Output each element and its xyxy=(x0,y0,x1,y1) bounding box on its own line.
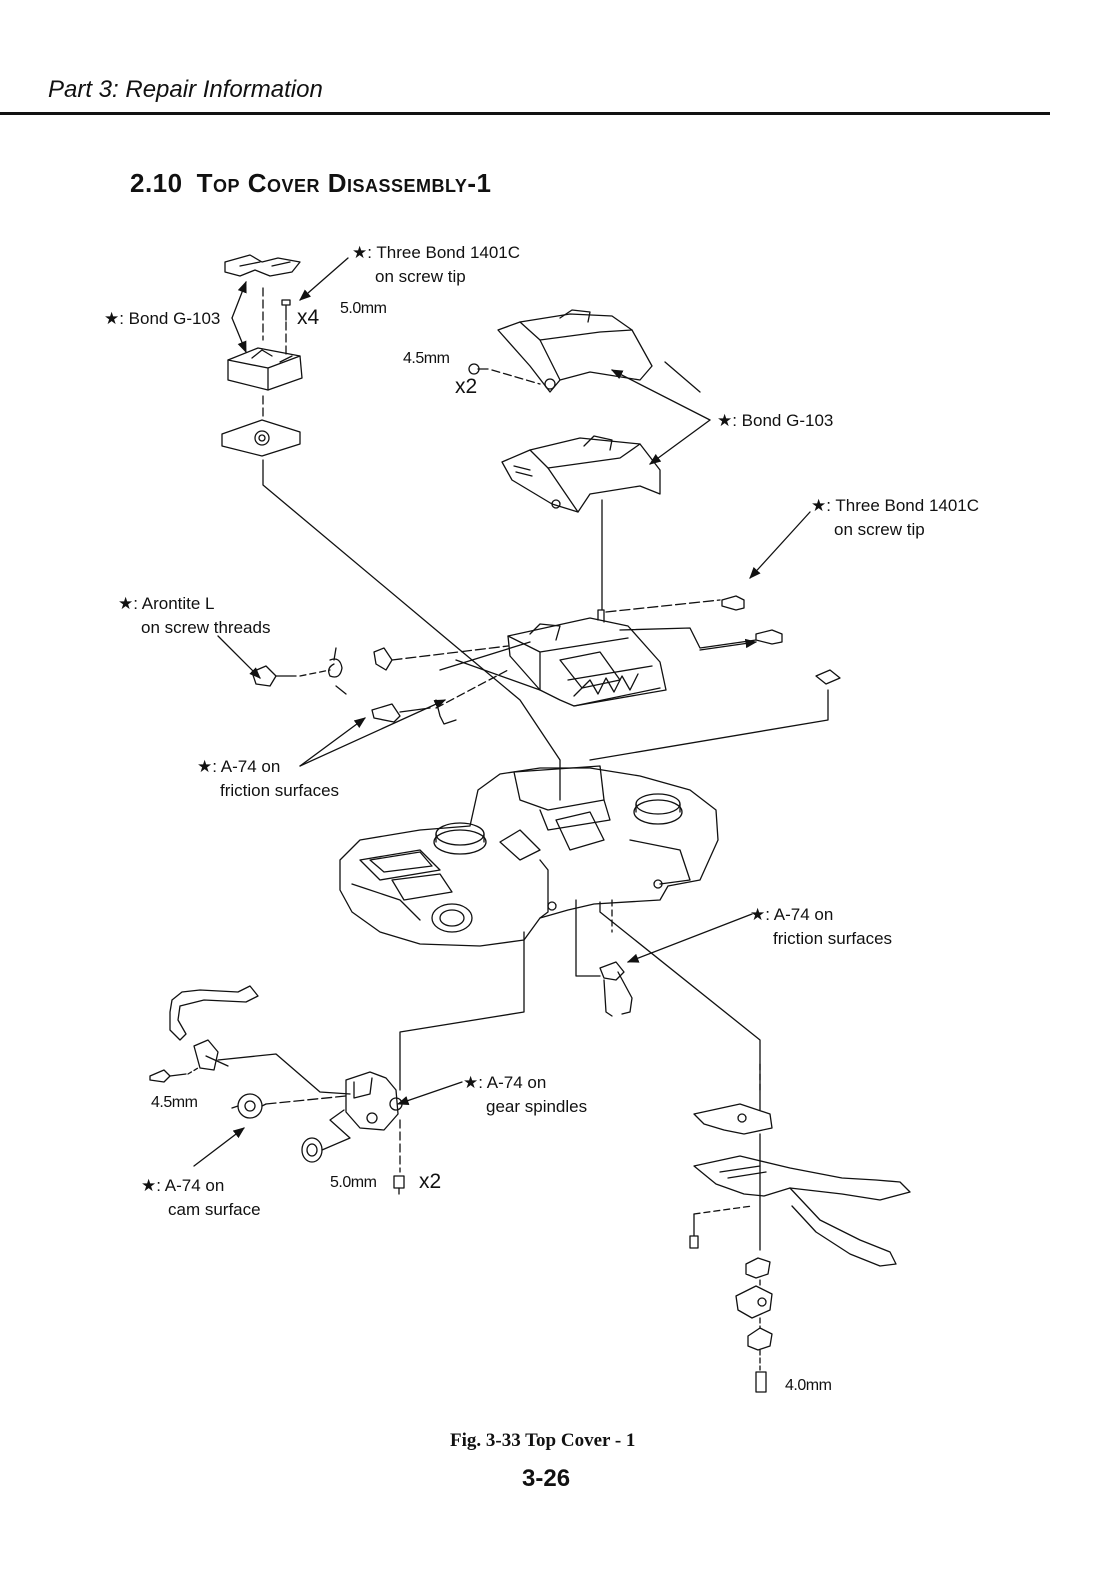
qty-x4: x4 xyxy=(297,306,320,329)
qty-x2-low: x2 xyxy=(419,1170,442,1193)
label-three-bond-right: ★: Three Bond 1401C on screw tip xyxy=(811,494,979,542)
label-line: on screw threads xyxy=(141,618,271,637)
section-number: 2.10 xyxy=(130,168,183,198)
hot-shoe-spring-part xyxy=(224,254,301,277)
upper-plate-part xyxy=(693,1103,773,1135)
label-line: cam surface xyxy=(168,1200,261,1219)
label-bond-left: ★: Bond G-103 xyxy=(104,309,221,328)
header-rule xyxy=(0,112,1050,115)
label-a74-gear: ★: A-74 on gear spindles xyxy=(463,1071,587,1119)
lower-cover-part xyxy=(501,435,661,513)
rewind-crank-part xyxy=(599,961,633,1017)
label-line: gear spindles xyxy=(486,1097,588,1116)
label-line: ★: A-74 on xyxy=(197,757,281,776)
cover-screw-mid xyxy=(468,363,489,375)
section-title: Top Cover Disassembly-1 xyxy=(196,168,492,198)
label-line: ★: Three Bond 1401C xyxy=(352,243,521,262)
figure-caption: Fig. 3-33 Top Cover - 1 xyxy=(450,1430,636,1451)
label-line: ★: Three Bond 1401C xyxy=(811,496,980,515)
label-three-bond-top: ★: Three Bond 1401C on screw tip xyxy=(352,241,520,289)
small-gear-part xyxy=(301,1137,323,1163)
friction-screw xyxy=(371,703,431,723)
stack-part-3 xyxy=(747,1327,773,1351)
mirror-box-assembly xyxy=(507,609,667,707)
arontite-screw xyxy=(251,665,297,687)
top-cover-body xyxy=(339,765,719,947)
label-a74-friction-right: ★: A-74 on friction surfaces xyxy=(750,903,892,951)
label-line: ★: A-74 on xyxy=(750,905,834,924)
stack-part-1 xyxy=(745,1257,771,1279)
hot-shoe-base-plate xyxy=(221,419,301,457)
label-line: ★: Arontite L xyxy=(118,594,215,613)
label-line: friction surfaces xyxy=(773,929,893,948)
stack-part-2 xyxy=(735,1285,773,1319)
bracket-screw xyxy=(393,1175,405,1195)
gear-bracket-assembly xyxy=(345,1071,403,1131)
qty-x2-mid: x2 xyxy=(455,375,478,398)
dim-5-0mm-low: 5.0mm xyxy=(330,1174,377,1191)
label-line: on screw tip xyxy=(375,267,466,286)
dim-4-0mm: 4.0mm xyxy=(785,1377,832,1394)
label-bond-right: ★: Bond G-103 xyxy=(717,411,834,430)
stack-screw xyxy=(755,1371,767,1393)
label-line: ★: A-74 on xyxy=(463,1073,547,1092)
label-line: on screw tip xyxy=(834,520,925,539)
hot-shoe-block-part xyxy=(227,347,303,391)
hot-shoe-screw xyxy=(281,299,291,321)
switch-contact-part xyxy=(193,1039,229,1071)
curved-lever-part xyxy=(169,985,259,1041)
label-a74-cam: ★: A-74 on cam surface xyxy=(141,1174,261,1222)
label-arontite: ★: Arontite L on screw threads xyxy=(118,592,270,640)
left-screw-low xyxy=(149,1069,187,1083)
lever-part xyxy=(373,647,393,671)
right-screw-lower xyxy=(755,629,783,645)
page-header: Part 3: Repair Information xyxy=(48,76,323,103)
right-screw-upper xyxy=(721,595,745,611)
section-heading: 2.10 Top Cover Disassembly-1 xyxy=(130,168,492,199)
page-number: 3-26 xyxy=(522,1465,571,1492)
flex-circuit-part xyxy=(693,1155,911,1267)
label-a74-friction-left: ★: A-74 on friction surfaces xyxy=(197,755,339,803)
small-plate-part xyxy=(815,669,841,685)
dim-4-5mm-mid: 4.5mm xyxy=(403,350,450,367)
spring-coil xyxy=(328,647,347,695)
label-line: friction surfaces xyxy=(220,781,340,800)
dim-4-5mm-low: 4.5mm xyxy=(151,1094,198,1111)
label-line: ★: A-74 on xyxy=(141,1176,225,1195)
cam-gear-part xyxy=(231,1093,267,1119)
upper-cover-part xyxy=(497,309,653,393)
dim-5-0mm-top: 5.0mm xyxy=(340,300,387,317)
